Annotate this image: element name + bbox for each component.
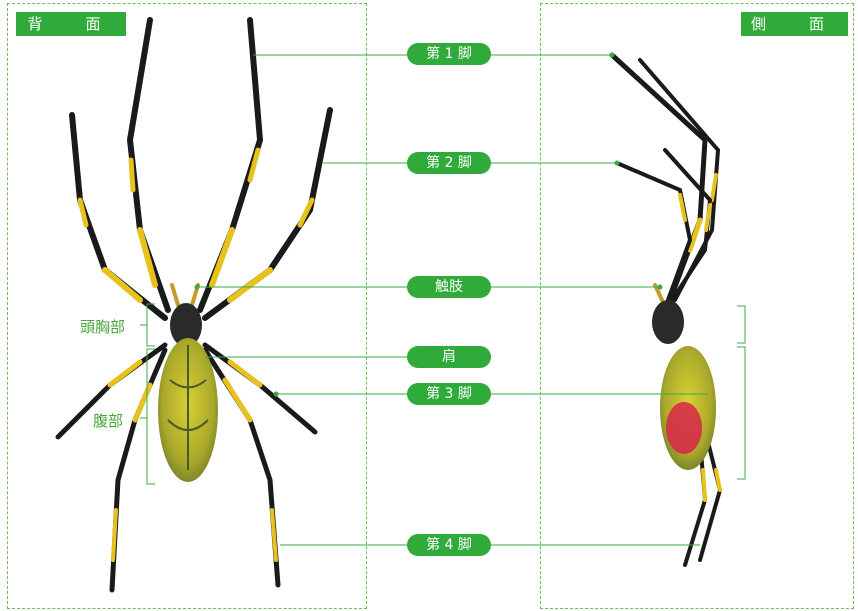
dorsal-pedipalp-left [172,285,178,305]
label-leg1: 第 1 脚 [407,43,491,65]
dorsal-leg3-right [205,345,315,432]
lateral-abdomen-red-patch [666,402,702,454]
dorsal-leg1-right [200,20,260,310]
label-shoulder: 肩 [407,346,491,368]
dorsal-leg4-left [112,350,165,590]
label-cephalothorax: 頭胸部 [80,316,125,337]
dorsal-spider [58,20,330,590]
label-abdomen: 腹部 [93,410,123,431]
label-leg3: 第 3 脚 [407,383,491,405]
label-leg2: 第 2 脚 [407,152,491,174]
label-leg4: 第 4 脚 [407,534,491,556]
lateral-cephalothorax [652,300,684,344]
leader-dots [195,53,663,397]
label-pedipalp: 触肢 [407,276,491,298]
